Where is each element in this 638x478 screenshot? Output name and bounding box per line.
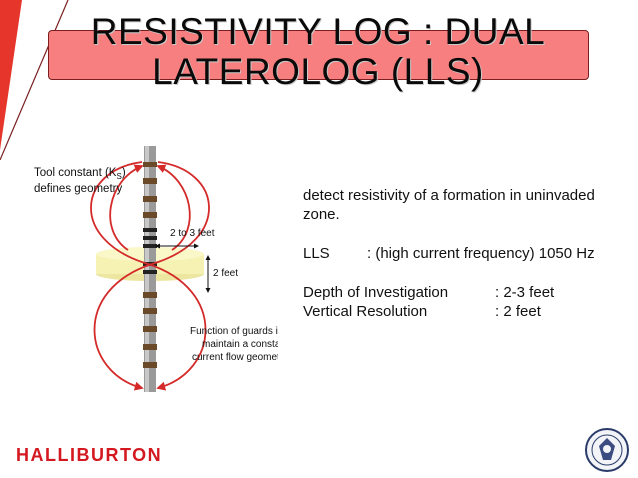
depth-value: : 2-3 feet xyxy=(495,284,555,301)
dual-laterolog-diagram: Tool constant (KS) defines geometry 2 to… xyxy=(34,146,278,392)
depth-key: Depth of Investigation xyxy=(303,284,449,301)
spacing-label: 2 to 3 feet xyxy=(170,228,215,239)
body-line-1: detect resistivity of a formation in uni… xyxy=(303,187,595,204)
university-seal-icon xyxy=(585,428,629,472)
lls-value: : (high current frequency) 1050 Hz xyxy=(367,245,595,262)
vres-row: Vertical Resolution : 2 feet xyxy=(303,302,623,321)
corner-decoration xyxy=(0,0,69,160)
logging-tool xyxy=(143,146,157,392)
current-flow-lines xyxy=(90,161,210,391)
body-line-2: zone. xyxy=(303,206,340,223)
tool-constant-label: Tool constant (KS) xyxy=(34,167,126,181)
slide-body: detect resistivity of a formation in uni… xyxy=(303,186,623,321)
vres-key: Vertical Resolution xyxy=(303,303,428,320)
geometry-label: defines geometry xyxy=(34,183,122,195)
guards-label-3: current flow geometry xyxy=(192,352,278,363)
lls-row: LLS : (high current frequency) 1050 Hz xyxy=(303,244,623,263)
title-box xyxy=(48,30,589,80)
guards-label-1: Function of guards is to xyxy=(190,326,278,337)
guards-label-2: maintain a constant xyxy=(202,339,278,350)
title-line-2: LATEROLOG (LLS) xyxy=(152,51,484,92)
slide-title: RESISTIVITY LOG : DUAL LATEROLOG (LLS) xyxy=(48,12,588,92)
corner-wedge-red xyxy=(0,0,22,150)
beam-label: 2 feet xyxy=(213,268,238,279)
depth-row: Depth of Investigation : 2-3 feet xyxy=(303,283,623,302)
lls-key: LLS xyxy=(303,245,330,262)
corner-line xyxy=(0,0,69,160)
halliburton-logo: HALLIBURTON xyxy=(16,445,163,465)
title-line-1: RESISTIVITY LOG : DUAL xyxy=(90,11,546,52)
vres-value: : 2 feet xyxy=(495,303,541,320)
